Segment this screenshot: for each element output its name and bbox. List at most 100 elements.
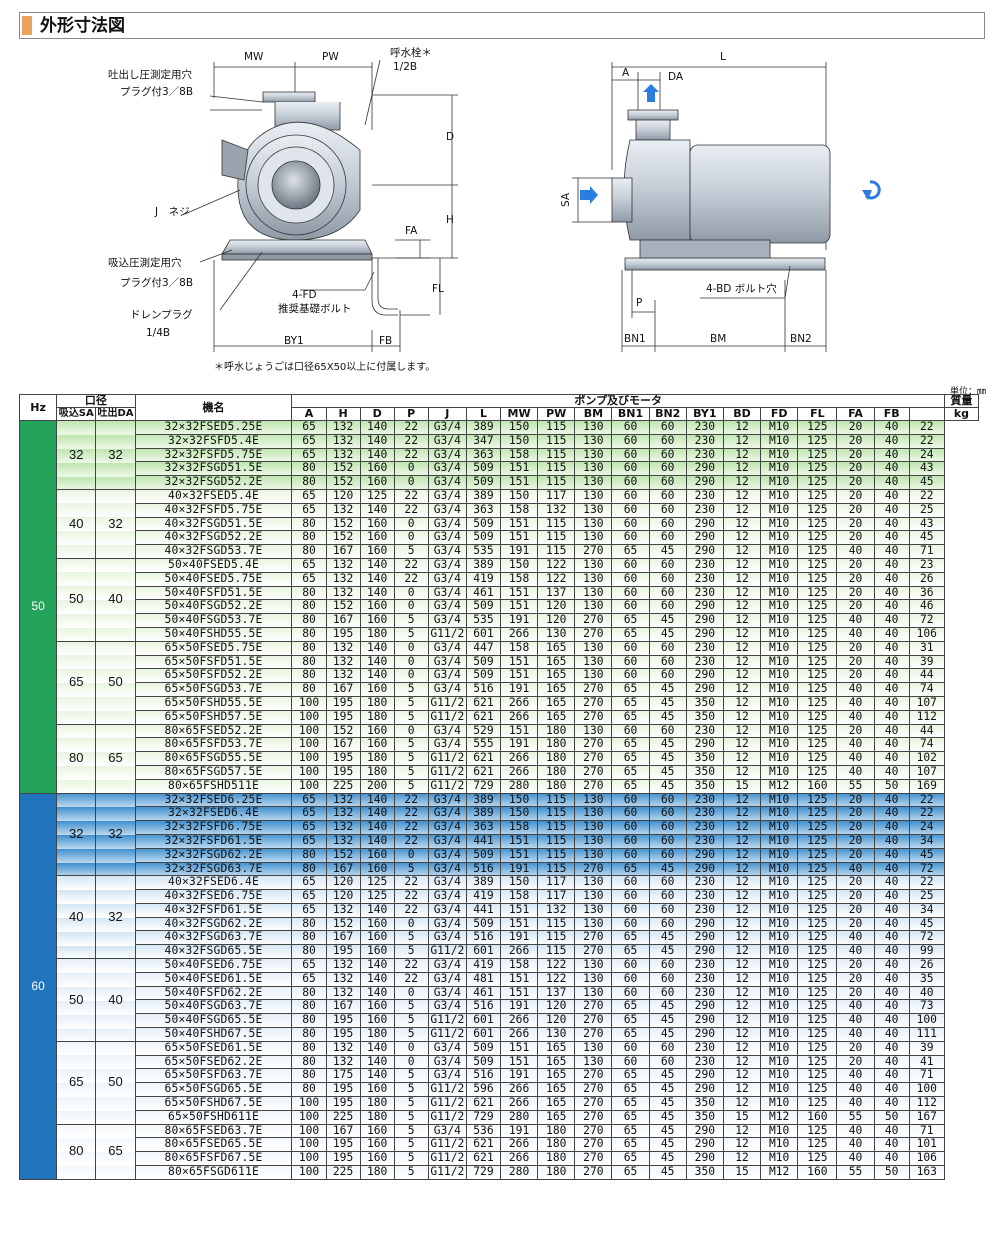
value-cell: 15 (722, 778, 762, 794)
value-cell: 65 (611, 1096, 650, 1111)
model-cell: 32×32FSFD61.5E (134, 833, 293, 849)
value-cell: 60 (611, 806, 650, 822)
model-cell: 32×32FSGD63.7E (134, 861, 293, 877)
value-cell: 12 (722, 833, 762, 849)
value-cell: 165 (537, 1096, 576, 1111)
value-cell: 100 (908, 1082, 945, 1098)
value-cell: 45 (648, 1137, 687, 1153)
value-cell: 40 (873, 1123, 910, 1139)
value-cell: 389 (465, 806, 501, 822)
value-cell: M10 (760, 1040, 799, 1056)
value-cell: 200 (359, 778, 395, 794)
value-cell: 230 (685, 502, 724, 518)
value-cell: 71 (908, 1068, 945, 1084)
value-cell: 125 (797, 1040, 838, 1056)
value-cell: 290 (685, 668, 724, 684)
value-cell: M10 (760, 833, 799, 849)
svg-text:4-FD: 4-FD (292, 289, 317, 301)
value-cell: 509 (465, 847, 501, 863)
model-cell: 32×32FSGD62.2E (134, 847, 293, 863)
value-cell: 175 (325, 1068, 361, 1084)
value-cell: 125 (797, 502, 838, 518)
unit-note: 単位：㎜ (949, 387, 986, 397)
value-cell: 60 (611, 530, 650, 546)
value-cell: 20 (836, 433, 875, 449)
value-cell: 125 (797, 1027, 838, 1042)
svg-text:プラグ付3／8B: プラグ付3／8B (120, 85, 193, 98)
value-cell: 180 (359, 1096, 395, 1111)
value-cell: 20 (836, 557, 875, 573)
value-cell: 230 (685, 488, 724, 504)
value-cell: 40 (836, 695, 875, 711)
value-cell: 180 (537, 723, 576, 739)
value-cell: 40 (873, 571, 910, 587)
value-cell: 120 (537, 999, 576, 1015)
value-cell: G3/4 (427, 1054, 467, 1070)
value-cell: 167 (325, 613, 361, 628)
value-cell: 270 (574, 861, 613, 877)
header-pump-motor: ポンプ及びモータ (291, 394, 945, 408)
value-cell: 45 (648, 682, 687, 697)
value-cell: 350 (685, 1109, 724, 1125)
svg-text:BN1: BN1 (624, 333, 646, 345)
value-cell: 22 (393, 806, 429, 822)
value-cell: 441 (465, 833, 501, 849)
value-cell: G3/4 (427, 585, 467, 601)
value-cell: 350 (685, 1096, 724, 1111)
model-cell: 40×32FSGD51.5E (134, 516, 293, 532)
header-kg: kg (943, 407, 980, 421)
value-cell: 0 (393, 516, 429, 532)
value-cell: M10 (760, 613, 799, 628)
value-cell: 729 (465, 1109, 501, 1125)
value-cell: 23 (908, 557, 945, 573)
value-cell: 152 (325, 723, 361, 739)
value-cell: G3/4 (427, 447, 467, 463)
value-cell: G11/2 (427, 1109, 467, 1125)
value-cell: 45 (648, 544, 687, 559)
value-cell: 140 (359, 585, 395, 601)
value-cell: 44 (908, 723, 945, 739)
value-cell: 290 (685, 626, 724, 642)
value-cell: 137 (537, 985, 576, 1001)
value-cell: 12 (722, 1027, 762, 1042)
value-cell: 80 (291, 682, 327, 697)
value-cell: 290 (685, 916, 724, 932)
value-cell: G3/4 (427, 516, 467, 532)
value-cell: 151 (499, 668, 539, 684)
value-cell: 140 (359, 958, 395, 973)
value-cell: 65 (611, 861, 650, 877)
value-cell: 122 (537, 557, 576, 573)
value-cell: 100 (908, 1013, 945, 1029)
value-cell: 169 (908, 778, 945, 794)
header-col-d: D (359, 407, 395, 421)
value-cell: 20 (836, 571, 875, 587)
value-cell: 150 (499, 875, 539, 891)
value-cell: 22 (393, 433, 429, 449)
da-cell: 65 (95, 723, 136, 794)
value-cell: M12 (760, 1165, 799, 1180)
value-cell: 65 (291, 447, 327, 463)
value-cell: 130 (574, 557, 613, 573)
value-cell: 12 (722, 999, 762, 1015)
value-cell: M10 (760, 916, 799, 932)
value-cell: 40 (873, 875, 910, 891)
value-cell: 290 (685, 1137, 724, 1153)
value-cell: 180 (537, 778, 576, 794)
value-cell: 125 (797, 764, 838, 780)
value-cell: 150 (499, 420, 539, 435)
value-cell: 180 (537, 764, 576, 780)
value-cell: 26 (908, 571, 945, 587)
da-cell: 32 (95, 488, 136, 559)
value-cell: 12 (722, 1054, 762, 1070)
value-cell: 40 (873, 420, 910, 435)
value-cell: 55 (836, 1109, 875, 1125)
value-cell: M10 (760, 971, 799, 987)
value-cell: 12 (722, 875, 762, 891)
value-cell: G11/2 (427, 1027, 467, 1042)
value-cell: 596 (465, 1082, 501, 1098)
